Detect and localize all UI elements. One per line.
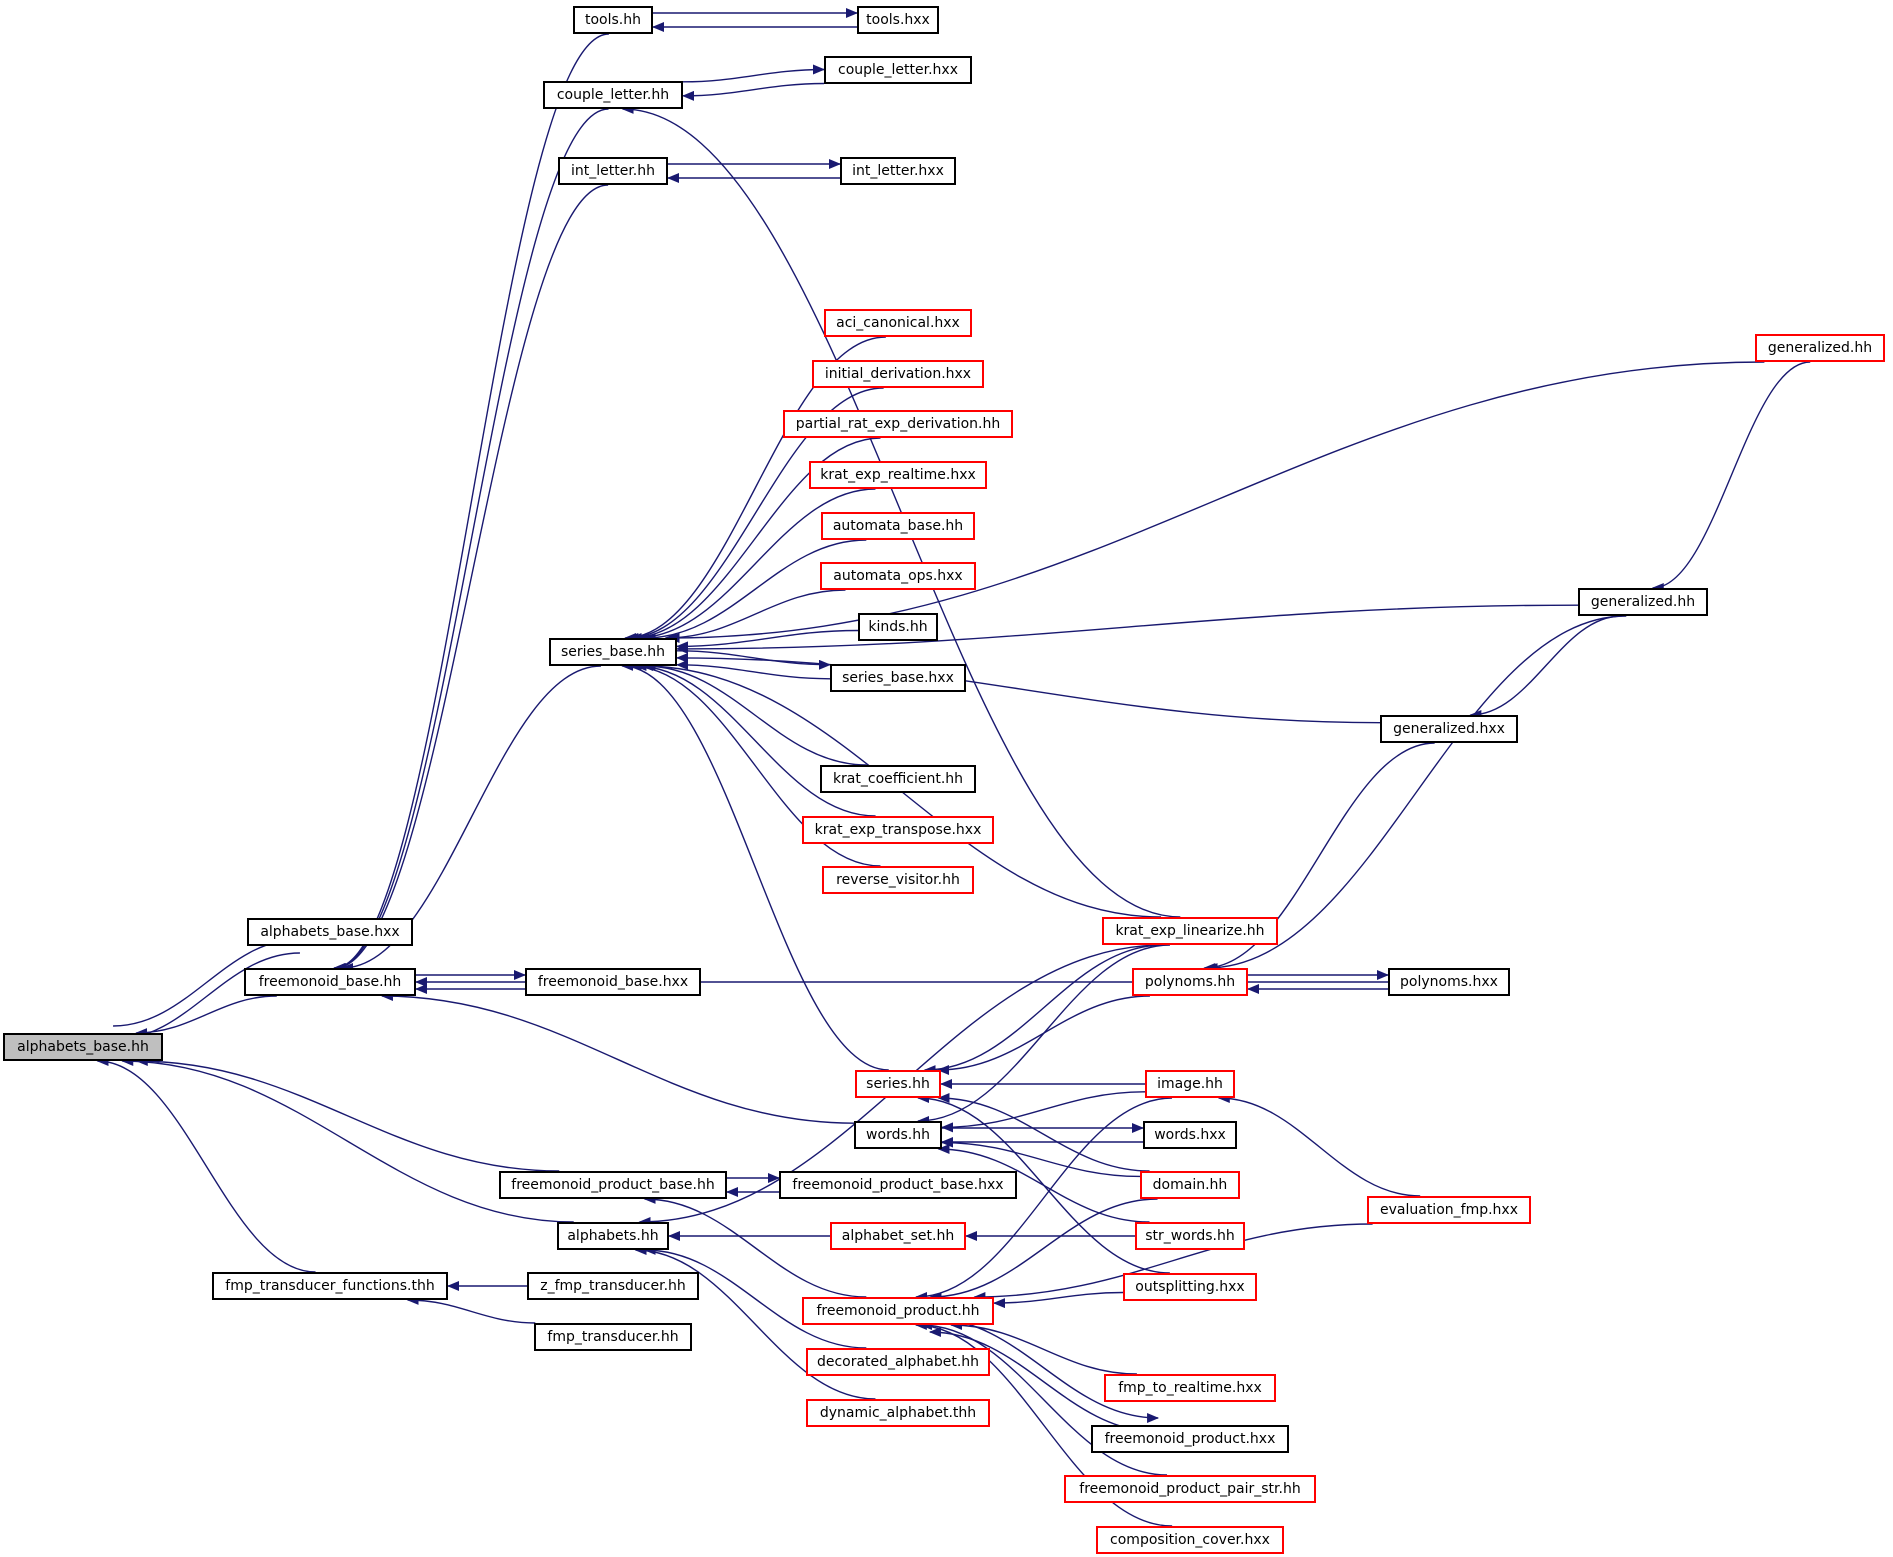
edge-generalized-hh-to-polynoms-hh bbox=[1205, 615, 1627, 973]
edge-domain-hh-to-words-hh bbox=[941, 1137, 1141, 1178]
edge-partial-rat-exp-derivation-hh-to-series-base-hh bbox=[629, 437, 881, 643]
node-freemonoid-product-hh[interactable]: freemonoid_product.hh bbox=[802, 1297, 994, 1325]
node-series-hh[interactable]: series.hh bbox=[855, 1070, 941, 1098]
node-generalized-hxx[interactable]: generalized.hxx bbox=[1380, 715, 1518, 743]
edge-generalized-hh-red-to-generalized-hh bbox=[1651, 361, 1811, 593]
node-outsplitting-hxx[interactable]: outsplitting.hxx bbox=[1123, 1273, 1257, 1301]
node-freemonoid-product-base-hxx[interactable]: freemonoid_product_base.hxx bbox=[779, 1171, 1017, 1199]
node-fmp-transducer-hh[interactable]: fmp_transducer.hh bbox=[534, 1323, 692, 1351]
edge-fmp-transducer-functions-thh-to-alphabets-base-hh bbox=[96, 1056, 316, 1273]
edge-composition-cover-hxx-to-freemonoid-product-hh bbox=[914, 1320, 1173, 1527]
node-freemonoid-product-pair-str-hh[interactable]: freemonoid_product_pair_str.hh bbox=[1064, 1475, 1316, 1503]
node-polynoms-hxx[interactable]: polynoms.hxx bbox=[1388, 968, 1510, 996]
edge-couple-letter-hh-to-freemonoid-base-hh bbox=[333, 108, 609, 973]
node-decorated-alphabet-hh[interactable]: decorated_alphabet.hh bbox=[806, 1348, 990, 1376]
edge-automata-ops-hxx-to-series-base-hh bbox=[664, 589, 846, 643]
edge-fmp-transducer-hh-to-fmp-transducer-functions-thh bbox=[406, 1295, 536, 1324]
edge-aci-canonical-hxx-to-series-base-hh bbox=[624, 336, 886, 643]
edge-alphabets-hh-to-alphabets-base-hh bbox=[121, 1056, 574, 1223]
edge-outsplitting-hxx-to-freemonoid-product-hh bbox=[993, 1291, 1124, 1309]
node-generalized-hh-red[interactable]: generalized.hh bbox=[1755, 334, 1885, 362]
edge-reverse-visitor-hh-to-series-base-hh bbox=[629, 661, 881, 867]
node-int-letter-hh[interactable]: int_letter.hh bbox=[558, 157, 668, 185]
edge-freemonoid-product-pair-str-hh-to-freemonoid-product-hh bbox=[919, 1320, 1168, 1476]
edge-series-hh-to-series-base-hh bbox=[621, 661, 889, 1071]
node-tools-hxx[interactable]: tools.hxx bbox=[857, 6, 939, 34]
edge-krat-exp-realtime-hxx-to-series-base-hh bbox=[634, 488, 876, 643]
edge-kinds-hh-to-series-base-hh bbox=[676, 629, 859, 652]
edge-image-hh-to-words-hh bbox=[941, 1091, 1146, 1133]
edge-generalized-hxx-to-polynoms-hh bbox=[1203, 742, 1435, 973]
edge-krat-exp-linearize-hh-to-words-hh bbox=[917, 944, 1170, 1126]
edge-generalized-hh-to-generalized-hxx bbox=[1469, 615, 1622, 720]
edge-initial-derivation-hxx-to-series-base-hh bbox=[626, 387, 884, 643]
node-freemonoid-base-hxx[interactable]: freemonoid_base.hxx bbox=[525, 968, 701, 996]
edge-evaluation-fmp-hxx-to-freemonoid-product-hh bbox=[973, 1223, 1373, 1302]
node-polynoms-hh[interactable]: polynoms.hh bbox=[1132, 968, 1248, 996]
node-tools-hh[interactable]: tools.hh bbox=[573, 6, 653, 34]
edge-series-base-hh-to-series-base-hxx bbox=[676, 650, 831, 670]
node-words-hh[interactable]: words.hh bbox=[854, 1121, 942, 1149]
node-dynamic-alphabet-thh[interactable]: dynamic_alphabet.thh bbox=[806, 1399, 990, 1427]
edge-evaluation-fmp-hxx-to-image-hh bbox=[1217, 1093, 1421, 1197]
node-series-base-hxx[interactable]: series_base.hxx bbox=[830, 664, 966, 692]
edge-freemonoid-product-hh-to-freemonoid-product-base-hh bbox=[643, 1194, 867, 1298]
node-freemonoid-product-base-hh[interactable]: freemonoid_product_base.hh bbox=[499, 1171, 727, 1199]
node-kinds-hh[interactable]: kinds.hh bbox=[858, 613, 938, 641]
edge-couple-letter-hh-to-couple-letter-hxx bbox=[682, 64, 825, 83]
node-couple-letter-hh[interactable]: couple_letter.hh bbox=[543, 81, 683, 109]
node-fmp-transducer-functions-thh[interactable]: fmp_transducer_functions.thh bbox=[212, 1272, 448, 1300]
edge-series-base-hh-to-freemonoid-base-hh bbox=[341, 665, 601, 973]
node-alphabets-base-hh[interactable]: alphabets_base.hh bbox=[3, 1033, 163, 1061]
node-alphabets-hh[interactable]: alphabets.hh bbox=[557, 1222, 669, 1250]
edge-image-hh-to-freemonoid-product-hh bbox=[915, 1097, 1172, 1302]
node-automata-base-hh[interactable]: automata_base.hh bbox=[821, 512, 975, 540]
edge-str-words-hh-to-words-hh bbox=[937, 1144, 1150, 1223]
node-krat-coefficient-hh[interactable]: krat_coefficient.hh bbox=[820, 765, 976, 793]
node-partial-rat-exp-derivation-hh[interactable]: partial_rat_exp_derivation.hh bbox=[783, 410, 1013, 438]
edge-krat-exp-transpose-hxx-to-series-base-hh bbox=[634, 661, 876, 817]
node-aci-canonical-hxx[interactable]: aci_canonical.hxx bbox=[824, 309, 972, 337]
node-fmp-to-realtime-hxx[interactable]: fmp_to_realtime.hxx bbox=[1104, 1374, 1276, 1402]
node-freemonoid-product-hxx[interactable]: freemonoid_product.hxx bbox=[1091, 1425, 1289, 1453]
node-freemonoid-base-hh[interactable]: freemonoid_base.hh bbox=[244, 968, 416, 996]
node-composition-cover-hxx[interactable]: composition_cover.hxx bbox=[1096, 1526, 1284, 1554]
node-couple-letter-hxx[interactable]: couple_letter.hxx bbox=[824, 56, 972, 84]
node-automata-ops-hxx[interactable]: automata_ops.hxx bbox=[820, 562, 976, 590]
edge-generalized-hh-to-series-base-hh bbox=[676, 604, 1579, 654]
edge-decorated-alphabet-hh-to-alphabets-hh bbox=[643, 1245, 867, 1349]
node-words-hxx[interactable]: words.hxx bbox=[1143, 1121, 1237, 1149]
edge-int-letter-hh-to-freemonoid-base-hh bbox=[333, 184, 609, 973]
edge-freemonoid-base-hh-to-alphabets-base-hh bbox=[135, 995, 277, 1038]
edge-generalized-hh-red-to-series-base-hh bbox=[667, 361, 1765, 643]
node-alphabets-base-hxx[interactable]: alphabets_base.hxx bbox=[247, 918, 413, 946]
edge-freemonoid-product-base-hh-to-alphabets-base-hh bbox=[135, 1056, 560, 1172]
edge-series-base-hxx-to-series-base-hh bbox=[676, 659, 831, 680]
node-evaluation-fmp-hxx[interactable]: evaluation_fmp.hxx bbox=[1367, 1196, 1531, 1224]
node-alphabet-set-hh[interactable]: alphabet_set.hh bbox=[830, 1222, 966, 1250]
node-krat-exp-transpose-hxx[interactable]: krat_exp_transpose.hxx bbox=[802, 816, 994, 844]
node-str-words-hh[interactable]: str_words.hh bbox=[1135, 1222, 1245, 1250]
edge-domain-hh-to-freemonoid-product-hh bbox=[929, 1198, 1158, 1302]
node-z-fmp-transducer-hh[interactable]: z_fmp_transducer.hh bbox=[527, 1272, 699, 1300]
node-krat-exp-realtime-hxx[interactable]: krat_exp_realtime.hxx bbox=[809, 461, 987, 489]
edge-domain-hh-to-series-hh bbox=[937, 1093, 1150, 1172]
node-krat-exp-linearize-hh[interactable]: krat_exp_linearize.hh bbox=[1102, 917, 1278, 945]
node-reverse-visitor-hh[interactable]: reverse_visitor.hh bbox=[822, 866, 974, 894]
edge-dynamic-alphabet-thh-to-alphabets-hh bbox=[634, 1245, 876, 1400]
edge-generalized-hxx-to-series-base-hh bbox=[676, 652, 1381, 724]
edge-krat-coefficient-hh-to-series-base-hh bbox=[643, 661, 867, 766]
node-generalized-hh[interactable]: generalized.hh bbox=[1578, 588, 1708, 616]
node-series-base-hh[interactable]: series_base.hh bbox=[549, 638, 677, 666]
node-domain-hh[interactable]: domain.hh bbox=[1140, 1171, 1240, 1199]
node-image-hh[interactable]: image.hh bbox=[1145, 1070, 1235, 1098]
edge-words-hh-to-freemonoid-base-hh bbox=[380, 991, 855, 1124]
edge-krat-exp-linearize-hh-to-series-hh bbox=[923, 944, 1164, 1075]
node-int-letter-hxx[interactable]: int_letter.hxx bbox=[840, 157, 956, 185]
node-initial-derivation-hxx[interactable]: initial_derivation.hxx bbox=[812, 360, 984, 388]
edge-couple-letter-hxx-to-couple-letter-hh bbox=[682, 82, 825, 101]
